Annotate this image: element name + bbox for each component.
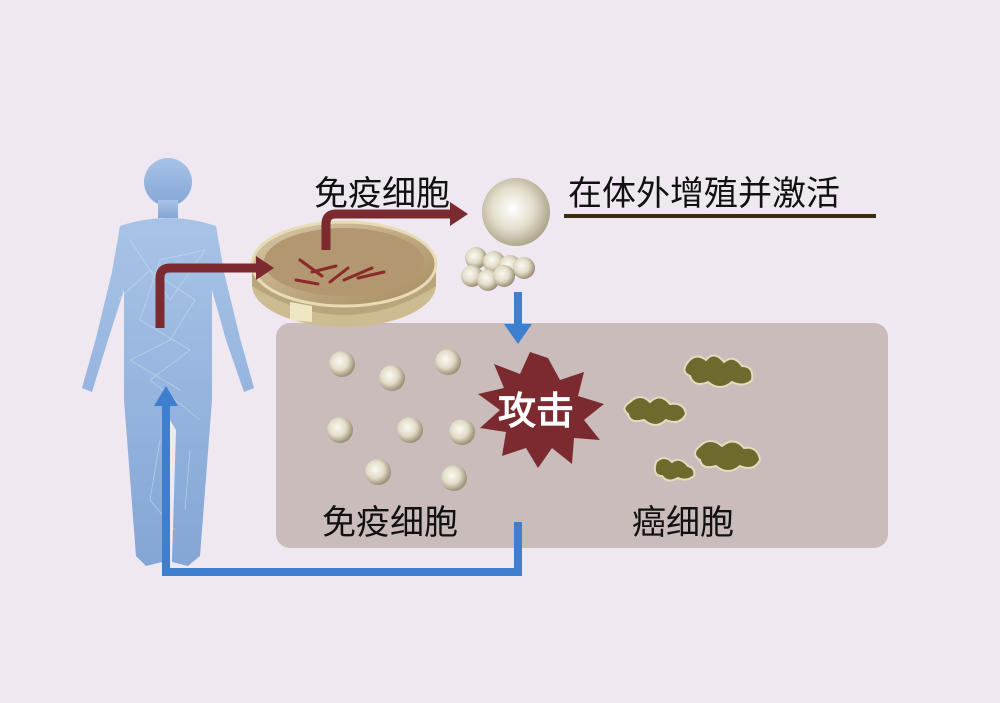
- label-attack: 攻击: [498, 389, 574, 433]
- burst-icon: [478, 352, 604, 468]
- label-expand-activate-underline: [564, 214, 876, 218]
- red-arrow-dish-to-culture: [321, 202, 468, 250]
- red-arrow-body-to-dish: [155, 256, 274, 328]
- blue-arrow-return-to-body: [154, 386, 522, 576]
- immune-cells-group: [327, 349, 475, 491]
- immune-cell-cluster: [461, 247, 535, 291]
- cancer-cell-icon: [623, 354, 762, 482]
- label-cancer-cells: 癌细胞: [632, 503, 734, 543]
- activated-immune-cell-icon: [482, 178, 550, 246]
- label-immune-cells-bottom: 免疫细胞: [322, 503, 458, 543]
- label-expand-activate: 在体外增殖并激活: [568, 174, 840, 214]
- label-immune-cells-top: 免疫细胞: [314, 174, 450, 214]
- petri-dish-icon: [250, 220, 438, 327]
- blue-arrow-into-panel: [504, 292, 532, 344]
